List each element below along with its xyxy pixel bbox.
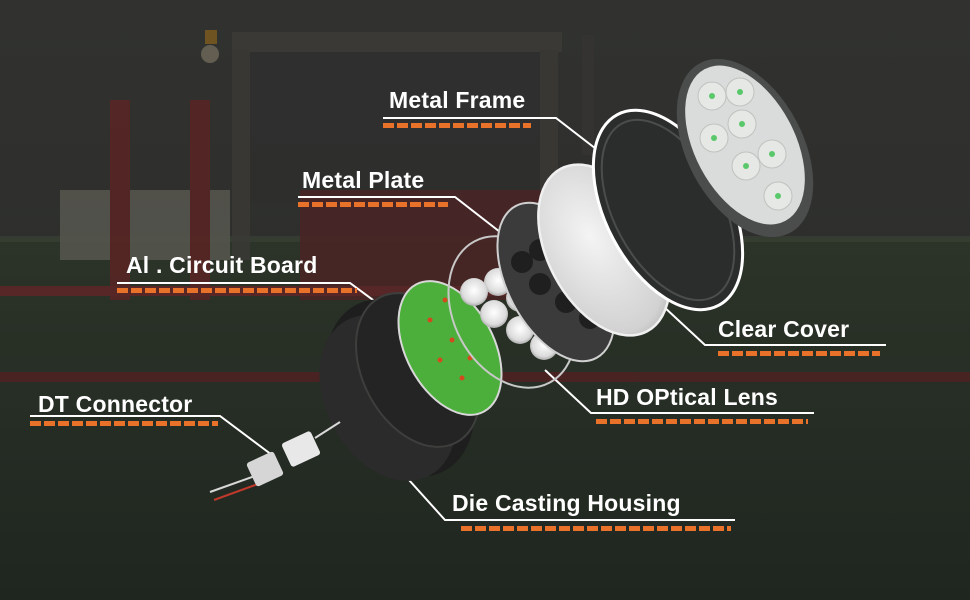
leader-die-casting-housing [399, 469, 735, 521]
callout-metal-plate: Metal Plate [302, 167, 425, 193]
callout-underline [30, 421, 218, 426]
leader-dt-connector [30, 415, 273, 456]
callout-underline [718, 351, 880, 356]
callout-optical-lens: HD OPtical Lens [596, 384, 778, 410]
circuit-board-part [397, 280, 503, 416]
callout-underline [117, 288, 357, 293]
dt-connector-part [209, 421, 341, 501]
callout-underline [298, 202, 448, 207]
callout-underline [383, 123, 531, 128]
leader-clear-cover [662, 305, 886, 346]
callout-underline [596, 419, 808, 424]
leader-metal-plate [298, 196, 501, 233]
callout-circuit-board: Al . Circuit Board [126, 252, 318, 278]
callout-clear-cover: Clear Cover [718, 316, 850, 342]
leader-optical-lens [544, 369, 814, 414]
callout-dt-connector: DT Connector [38, 391, 193, 417]
callout-metal-frame: Metal Frame [389, 87, 526, 113]
leader-metal-frame [383, 117, 601, 153]
callout-underline [461, 526, 731, 531]
assembled-light [676, 58, 814, 238]
callout-die-casting-housing: Die Casting Housing [452, 490, 681, 516]
